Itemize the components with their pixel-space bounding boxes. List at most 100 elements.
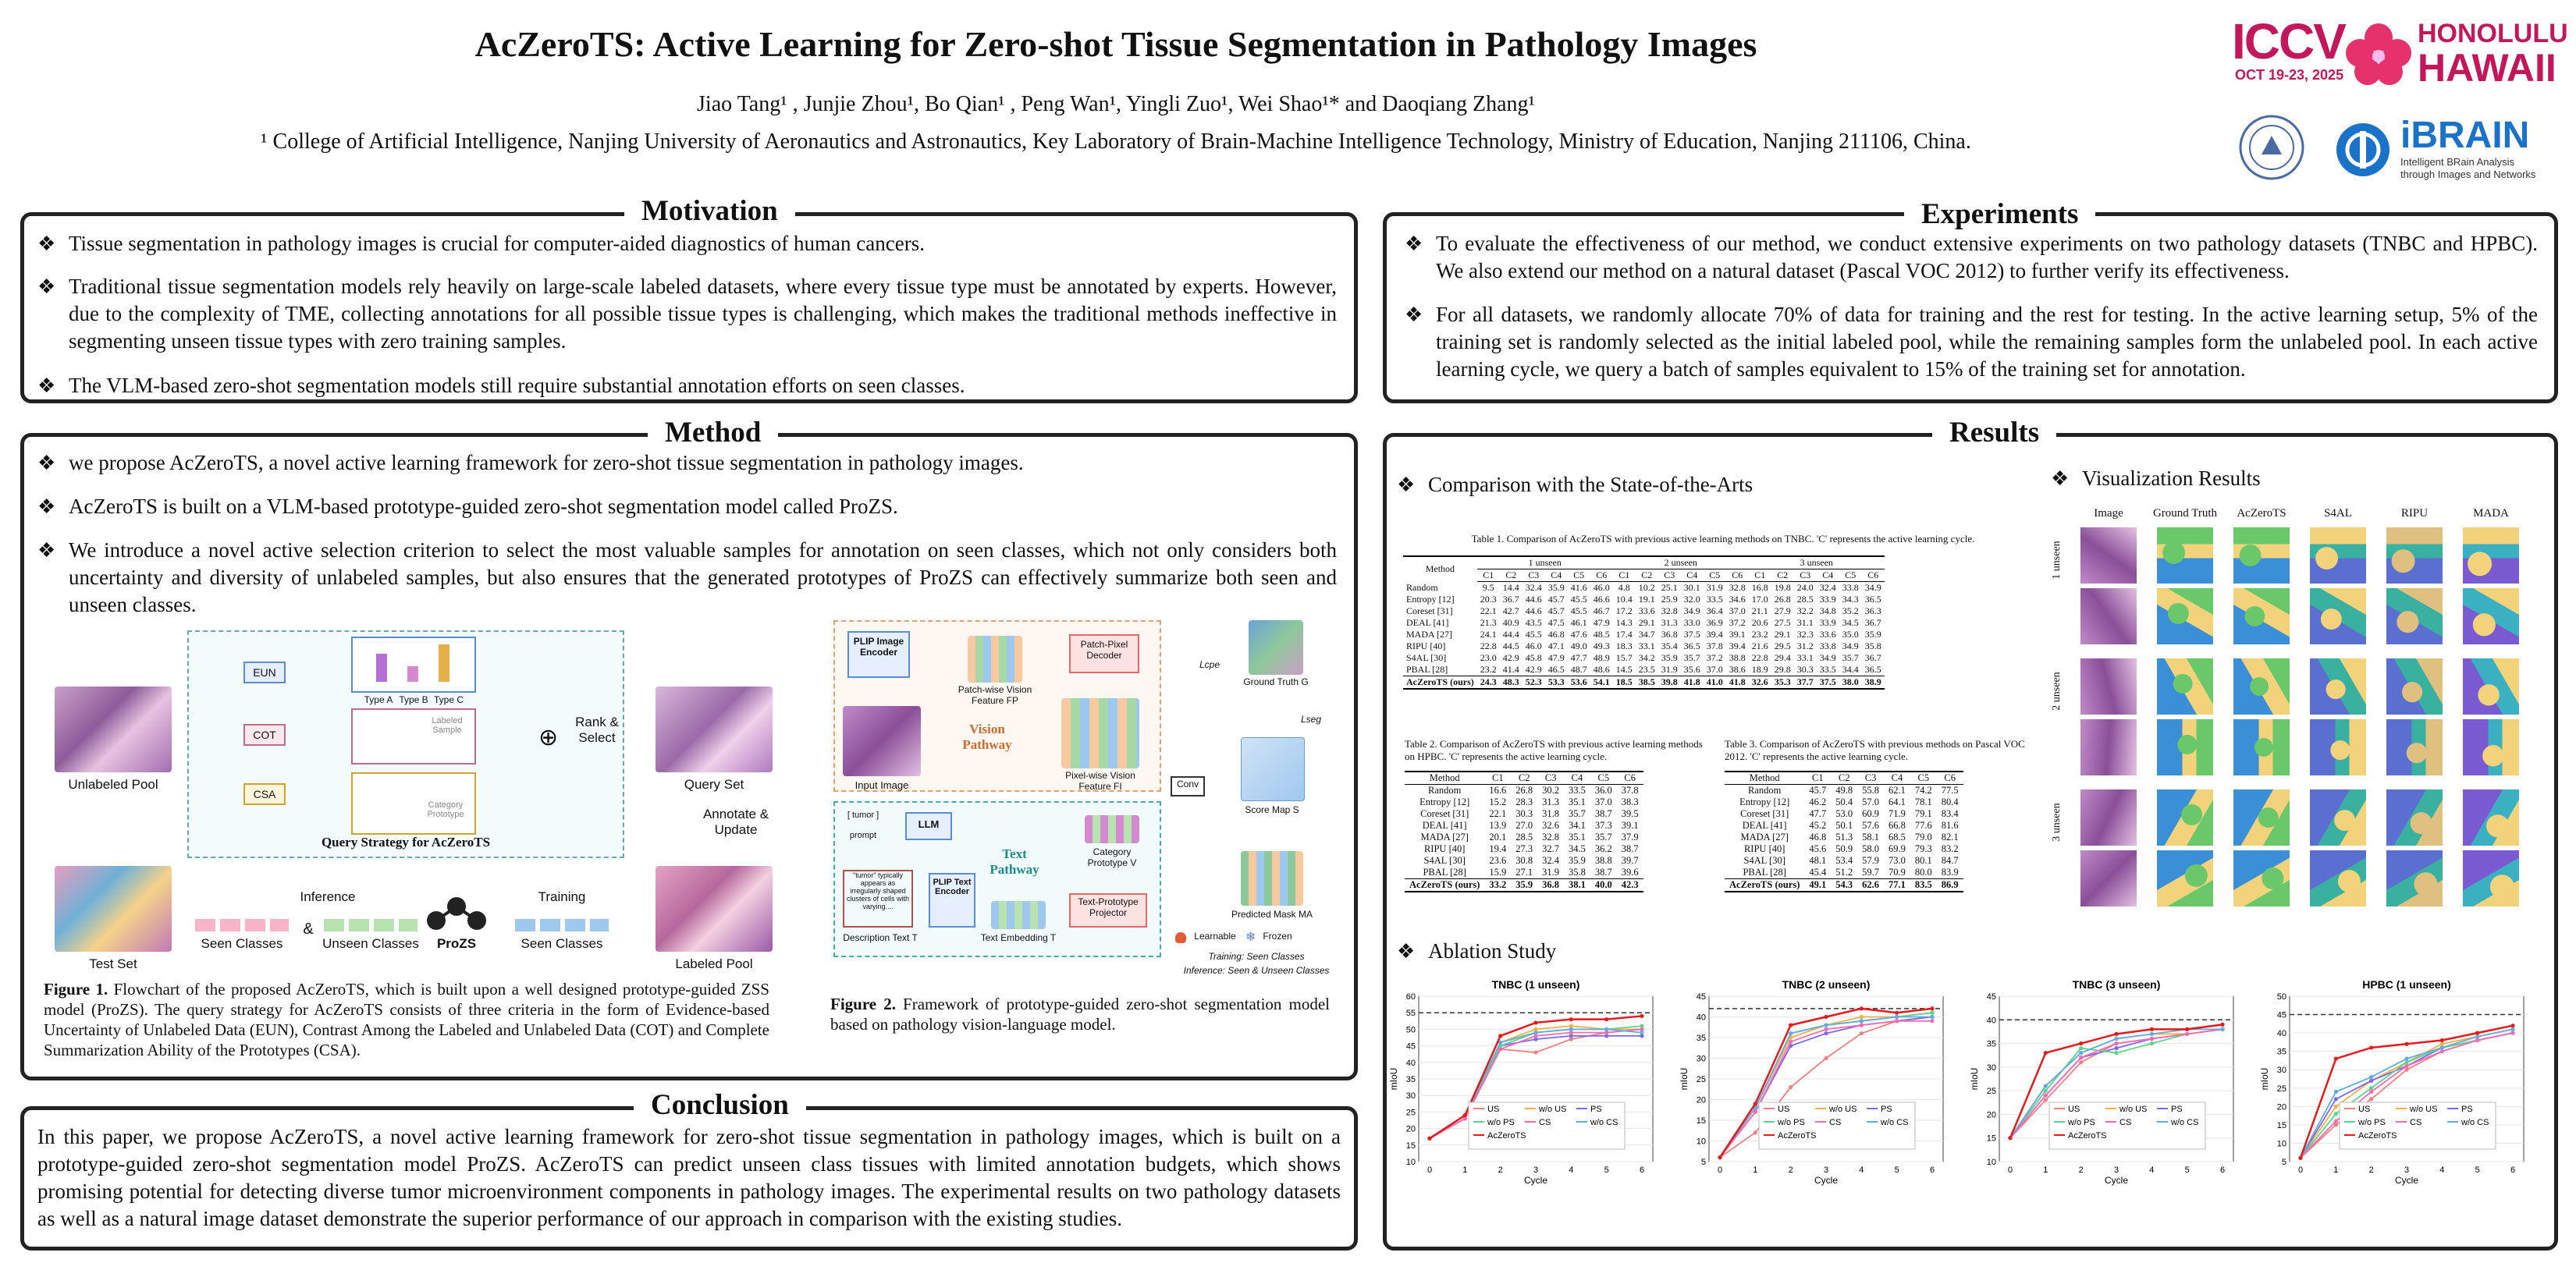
table-cell: 24.0 (1796, 582, 1814, 593)
data-point (1604, 1031, 1609, 1035)
lcpe-label: Lcpe (1199, 659, 1220, 670)
method-title: Method (648, 417, 779, 449)
table-cell: 39.1 (1729, 629, 1746, 640)
data-point (2510, 1024, 2515, 1028)
data-point (1824, 1014, 1828, 1020)
table-cell: 14.3 (1615, 617, 1633, 628)
vis-cell (2310, 527, 2366, 584)
table-cell: 32.7 (1542, 843, 1560, 854)
table-header-cell: C4 (1680, 569, 1704, 582)
table-cell: 35.9 (1864, 629, 1881, 640)
experiments-bullet: ❖To evaluate the effectiveness of our me… (1405, 232, 2538, 282)
vis-cell (2080, 719, 2137, 775)
table-cell: 68.5 (1888, 832, 1906, 843)
data-point (2404, 1056, 2409, 1061)
data-point (1533, 1037, 1538, 1041)
data-point (1569, 1027, 1573, 1031)
table-cell: 39.7 (1621, 855, 1639, 866)
table-header-cell: C1 (1484, 771, 1512, 785)
y-tick-label: 35 (1406, 1075, 1416, 1084)
type-a-label: Type A (364, 694, 393, 705)
ibrain-logo: iBRAIN Intelligent BRain Analysis throug… (2333, 115, 2567, 187)
table-header-cell: C1 (1612, 569, 1636, 582)
y-tick-label: 20 (2277, 1102, 2286, 1112)
table-cell: 53.3 (1544, 676, 1568, 690)
ground-truth-image (1249, 620, 1303, 675)
table-group-header: 2 unseen (1612, 555, 1749, 569)
data-point (2114, 1031, 2119, 1037)
x-tick-label: 4 (1859, 1165, 1864, 1175)
table-header-cell: C3 (1522, 569, 1545, 582)
table-cell: 44.4 (1502, 629, 1519, 640)
vis-cell (2310, 789, 2366, 846)
data-point (1533, 1034, 1538, 1038)
data-point (2114, 1036, 2119, 1041)
data-point (1498, 1034, 1503, 1038)
data-point (2333, 1056, 2338, 1061)
table-cell: 36.3 (1864, 605, 1881, 616)
vis-heading: ❖Visualization Results (2051, 465, 2472, 492)
table-cell: 50.9 (1835, 843, 1853, 854)
vis-cell (2310, 719, 2366, 775)
table-cell: 18.5 (1612, 676, 1636, 690)
data-point (2404, 1060, 2409, 1065)
diamond-bullet-icon: ❖ (37, 275, 56, 298)
table-cell: 49.8 (1835, 785, 1853, 796)
vis-cell (2233, 789, 2290, 846)
data-point (1753, 1109, 1757, 1114)
table-cell: 33.5 (1706, 594, 1723, 605)
table-cell: 29.1 (1774, 629, 1791, 640)
table-cell: 26.8 (1515, 785, 1533, 796)
table-cell: 37.3 (1594, 820, 1612, 831)
table-header-cell: C6 (1590, 569, 1613, 582)
table-cell: 19.4 (1489, 843, 1507, 854)
y-tick-label: 25 (1697, 1075, 1706, 1084)
predicted-mask (1241, 851, 1303, 906)
data-point (1753, 1130, 1757, 1135)
table-cell: 45.5 (1525, 629, 1542, 640)
table-cell: 33.8 (1819, 640, 1836, 651)
x-tick-label: 6 (1930, 1165, 1935, 1175)
table-cell: Coreset [31] (1406, 605, 1453, 616)
y-tick-label: 40 (2277, 1029, 2286, 1038)
table-cell: 41.0 (1703, 676, 1726, 690)
table-cell: 80.0 (1914, 867, 1932, 878)
table-cell: 32.4 (1819, 582, 1836, 593)
learnable-label: Learnable (1194, 931, 1236, 942)
method-bullet: ❖We introduce a novel active selection c… (37, 538, 1337, 616)
data-point (2114, 1041, 2119, 1046)
table-cell: 15.9 (1489, 867, 1507, 878)
table-cell: 77.5 (1941, 785, 1959, 796)
data-point (2510, 1027, 2515, 1031)
score-map-stack (1241, 737, 1305, 801)
data-point (2439, 1049, 2444, 1054)
table-cell: RIPU [40] (1406, 640, 1446, 651)
data-point (2043, 1098, 2048, 1102)
patch-feature-cube (968, 636, 1022, 683)
table-cell: 31.2 (1796, 640, 1814, 651)
data-point (2510, 1031, 2515, 1035)
data-point (1640, 1027, 1644, 1031)
legend-box (1758, 1102, 1916, 1150)
table-cell: 62.6 (1857, 878, 1885, 892)
table-cell: 22.8 (1480, 640, 1497, 651)
table-cell: 35.6 (1683, 664, 1700, 675)
data-point (1859, 1006, 1864, 1011)
table-cell: 79.3 (1914, 843, 1932, 854)
legend-label: US (1778, 1105, 1789, 1114)
diamond-bullet-icon: ❖ (37, 539, 56, 562)
legend-label: w/o PS (2357, 1118, 2386, 1127)
vis-cell (2463, 588, 2519, 644)
table-cell: 22.8 (1751, 652, 1768, 663)
x-tick-label: 5 (2185, 1165, 2190, 1175)
text-embedding-bars (991, 901, 1046, 929)
data-point (1753, 1102, 1757, 1106)
table-cell: Entropy [12] (1406, 594, 1455, 605)
table-cell: 23.5 (1638, 664, 1655, 675)
table-cell: Random (1406, 581, 1438, 593)
table-cell: 36.7 (1864, 617, 1881, 628)
y-tick-label: 45 (2277, 1011, 2286, 1020)
